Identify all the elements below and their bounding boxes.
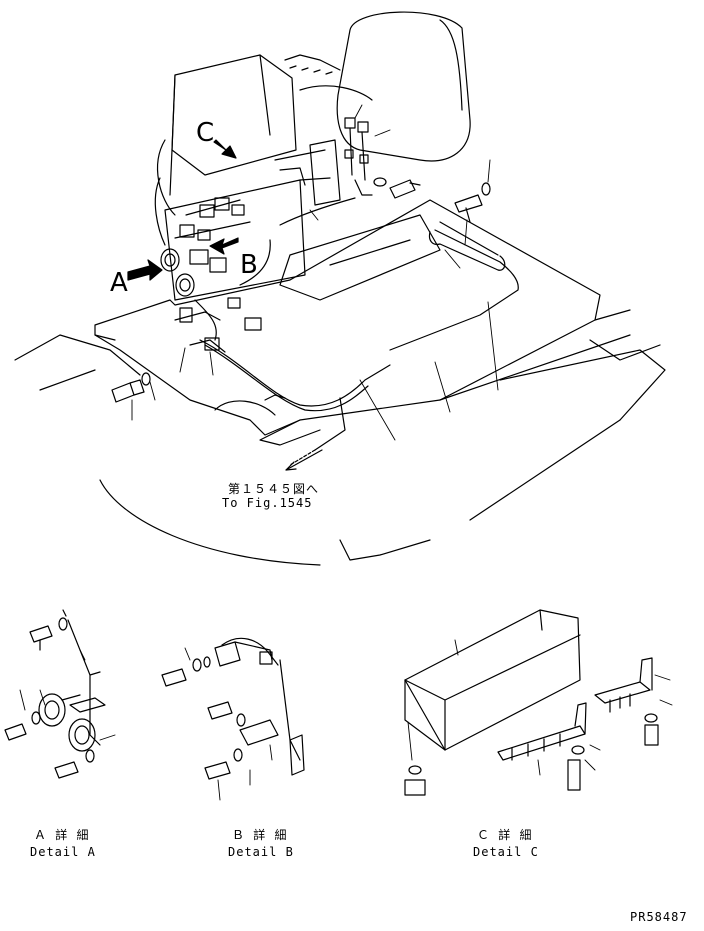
detail-c-title-jp: Ｃ 詳 細 bbox=[477, 828, 533, 842]
operator-seat bbox=[284, 11, 471, 162]
dashboard-frame bbox=[164, 139, 341, 301]
bolt-upper-right bbox=[454, 182, 491, 223]
detail-c-bolts bbox=[404, 713, 659, 796]
callout-arrow-b bbox=[209, 237, 239, 255]
detail-b-view bbox=[161, 637, 305, 801]
reference-label-en: To Fig.1545 bbox=[222, 496, 313, 510]
detail-b-title-jp: Ｂ 詳 細 bbox=[232, 828, 288, 842]
detail-c-view bbox=[404, 609, 673, 796]
leader-lines bbox=[131, 104, 499, 441]
detail-c-title-en: Detail C bbox=[473, 845, 539, 859]
floor-deck bbox=[14, 199, 666, 566]
console-cover bbox=[154, 54, 297, 246]
detail-a-title-en: Detail A bbox=[30, 845, 96, 859]
detail-c-bracket-right bbox=[594, 657, 653, 713]
main-assembly-view bbox=[14, 11, 666, 566]
detail-b-bolt-top bbox=[161, 656, 211, 687]
detail-a-bolt-bottom bbox=[54, 749, 95, 779]
switch-cluster-middle bbox=[160, 248, 262, 353]
detail-a-knob-lower bbox=[68, 718, 96, 752]
detail-b-title-en: Detail B bbox=[228, 845, 294, 859]
detail-a-title-jp: Ａ 詳 細 bbox=[34, 828, 90, 842]
detail-a-bolt-left bbox=[4, 711, 41, 741]
detail-a-bolt-top bbox=[29, 609, 68, 651]
wiring-harness bbox=[194, 197, 391, 466]
drawing-number: PR58487 bbox=[630, 910, 688, 924]
callout-label-c: C bbox=[196, 118, 215, 148]
reference-label-jp: 第１５４５図へ bbox=[228, 482, 320, 496]
callout-label-b: B bbox=[240, 250, 258, 280]
detail-a-view bbox=[4, 609, 116, 779]
callout-label-a: A bbox=[110, 268, 128, 298]
detail-c-bracket-lower bbox=[497, 702, 587, 761]
reference-arrow bbox=[285, 449, 323, 471]
detail-a-knob-upper bbox=[38, 693, 81, 727]
handrail bbox=[389, 221, 519, 351]
switch-cluster-upper bbox=[174, 197, 251, 241]
detail-b-bolt-bottom bbox=[204, 748, 243, 780]
callout-arrow-c bbox=[213, 139, 237, 159]
detail-b-harness bbox=[221, 637, 279, 666]
bolt-lower-left bbox=[111, 372, 151, 403]
callout-arrow-a bbox=[127, 259, 163, 281]
detail-b-bolt-middle bbox=[207, 701, 246, 727]
relay-cluster-right bbox=[344, 117, 421, 199]
detail-c-cover-box bbox=[404, 609, 581, 761]
